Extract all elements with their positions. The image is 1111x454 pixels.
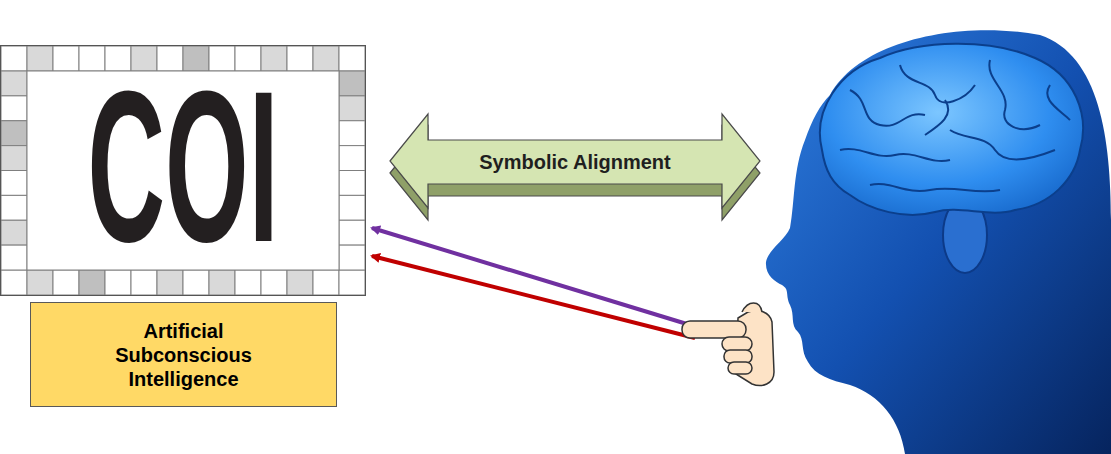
label-box: Artificial Subconscious Intelligence <box>30 302 337 407</box>
arrow-label: Symbolic Alignment <box>479 150 671 174</box>
box-label: Artificial Subconscious Intelligence <box>111 319 256 391</box>
pointing-hand <box>682 303 774 386</box>
title-letters: COI <box>87 59 278 274</box>
brain-folds <box>840 60 1070 191</box>
double-arrow-band: Symbolic Alignment <box>388 110 762 222</box>
head-silhouette <box>766 30 1111 454</box>
pointer-arrow <box>372 256 695 338</box>
pointer-arrow <box>372 228 700 328</box>
tiled-frame-box: COI <box>0 45 366 296</box>
brain <box>820 44 1083 215</box>
